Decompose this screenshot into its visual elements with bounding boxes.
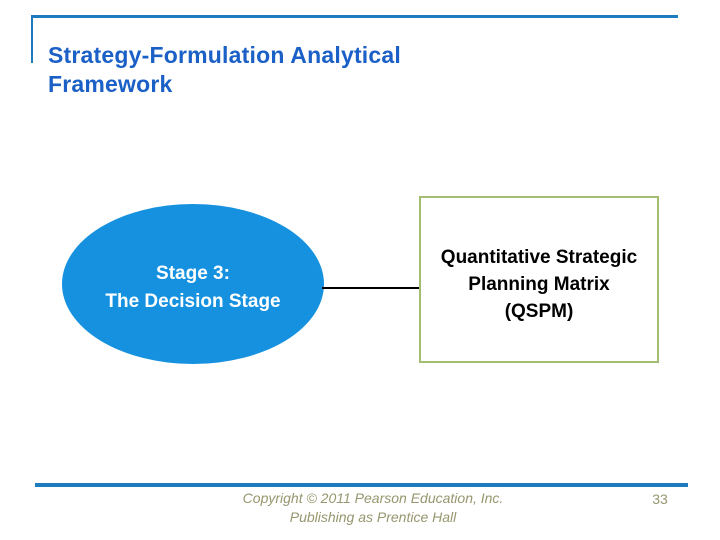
qspm-label-line-2: Planning Matrix bbox=[468, 274, 610, 295]
qspm-box: Quantitative Strategic Planning Matrix (… bbox=[419, 196, 659, 363]
title-line-1: Strategy-Formulation Analytical bbox=[48, 42, 401, 68]
ellipse-label-line-1: Stage 3: bbox=[156, 263, 230, 284]
page-title: Strategy-Formulation Analytical Framewor… bbox=[48, 41, 401, 99]
footer-rule bbox=[35, 483, 688, 487]
ellipse-label-line-2: The Decision Stage bbox=[105, 291, 281, 312]
copyright-line-1: Copyright © 2011 Pearson Education, Inc. bbox=[242, 490, 504, 506]
left-rule bbox=[31, 15, 33, 63]
copyright-text: Copyright © 2011 Pearson Education, Inc.… bbox=[123, 489, 623, 527]
page-number: 33 bbox=[652, 491, 668, 507]
qspm-label-line-1: Quantitative Strategic bbox=[440, 247, 638, 268]
top-rule bbox=[31, 15, 678, 18]
title-line-2: Framework bbox=[48, 71, 173, 97]
copyright-line-2: Publishing as Prentice Hall bbox=[289, 509, 457, 525]
qspm-label-line-3: (QSPM) bbox=[504, 301, 574, 322]
connector-line bbox=[322, 287, 419, 289]
stage3-ellipse: Stage 3: The Decision Stage bbox=[62, 204, 324, 364]
